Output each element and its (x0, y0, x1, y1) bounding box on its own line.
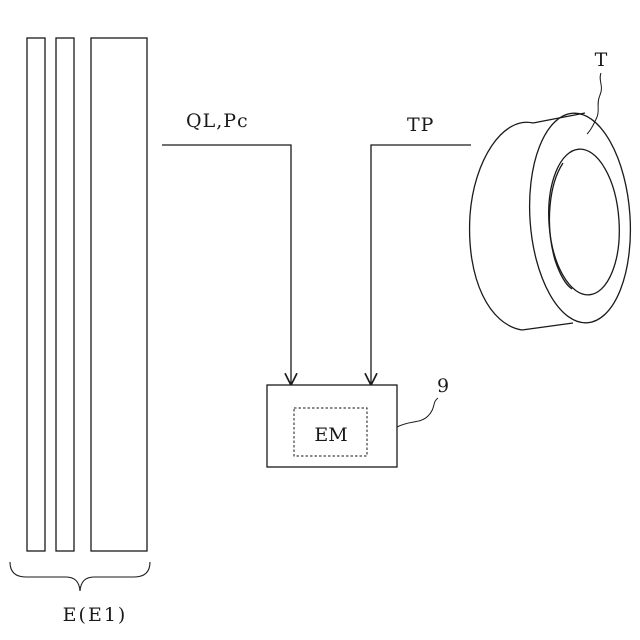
tire-bottom-edge (522, 323, 573, 330)
tire-leader-line (587, 73, 601, 134)
flow-label-right: TP (407, 114, 434, 136)
flow-arrow-left (162, 145, 291, 384)
group-label: E(E1) (63, 604, 128, 626)
tire (470, 110, 638, 330)
unit-leader-line (397, 398, 438, 427)
strip-2 (56, 38, 74, 551)
element-group (27, 38, 147, 551)
strip-1 (27, 38, 45, 551)
strip-3 (91, 38, 147, 551)
tire-front-inner (544, 147, 624, 298)
unit-ref-label: 9 (437, 375, 449, 397)
tire-back-outline (470, 122, 533, 330)
em-label: EM (314, 424, 347, 446)
tire-ref-label: T (595, 49, 608, 71)
flow-label-left: QL,Pc (186, 110, 249, 132)
group-brace (10, 562, 150, 591)
flow-arrow-right (371, 145, 471, 384)
